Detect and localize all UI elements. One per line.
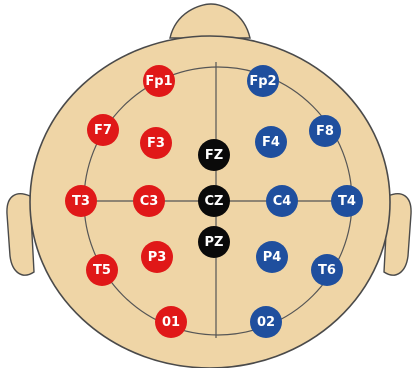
electrode-f7-label: F7	[94, 123, 112, 138]
electrode-p4-label: P4	[263, 250, 282, 265]
electrode-o1-label: 01	[162, 315, 180, 330]
electrode-fz-label: FZ	[205, 148, 223, 163]
electrode-p3-label: P3	[148, 250, 167, 265]
electrode-c4: C4	[266, 185, 298, 217]
electrode-f8-label: F8	[316, 124, 334, 139]
electrode-t3-label: T3	[72, 194, 90, 209]
electrode-t6-label: T6	[318, 263, 336, 278]
electrode-p3: P3	[141, 241, 173, 273]
electrode-o1: 01	[155, 306, 187, 338]
electrode-f4: F4	[255, 126, 287, 158]
electrode-fp1-label: Fp1	[145, 74, 172, 89]
electrode-t5-label: T5	[93, 263, 111, 278]
electrode-pz: PZ	[198, 226, 230, 258]
electrode-c3: C3	[133, 185, 165, 217]
electrode-t3: T3	[65, 185, 97, 217]
electrode-f3-label: F3	[147, 136, 165, 151]
electrode-t5: T5	[86, 254, 118, 286]
nose	[170, 4, 250, 38]
electrode-fp1: Fp1	[143, 65, 175, 97]
electrode-c4-label: C4	[273, 194, 292, 209]
electrode-t6: T6	[311, 254, 343, 286]
electrode-fp2-label: Fp2	[249, 74, 276, 89]
electrode-f3: F3	[140, 127, 172, 159]
electrode-f8: F8	[309, 115, 341, 147]
electrode-cz: CZ	[198, 185, 230, 217]
electrode-o2: 02	[250, 306, 282, 338]
electrode-pz-label: PZ	[205, 235, 224, 250]
electrode-fz: FZ	[198, 139, 230, 171]
electrode-t4: T4	[331, 185, 363, 217]
electrode-t4-label: T4	[338, 194, 356, 209]
electrode-cz-label: CZ	[205, 194, 224, 209]
electrode-c3-label: C3	[140, 194, 159, 209]
electrode-p4: P4	[256, 241, 288, 273]
electrode-f7: F7	[87, 114, 119, 146]
electrode-f4-label: F4	[262, 135, 280, 150]
electrode-o2-label: 02	[257, 315, 275, 330]
electrode-fp2: Fp2	[247, 65, 279, 97]
